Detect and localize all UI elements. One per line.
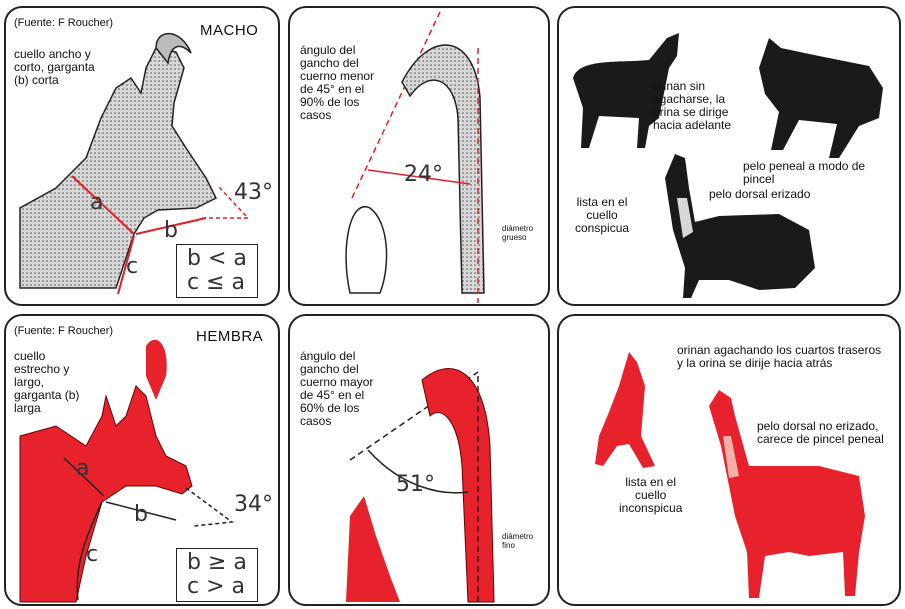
label-a: a — [90, 190, 103, 215]
female-label-a: a — [76, 456, 89, 481]
female-inner-horn — [346, 496, 400, 602]
male-profile-panel: (Fuente: F Roucher) MACHO cuello ancho y… — [4, 6, 280, 306]
female-urine-note: orinan agachando los cuartos traseros y … — [677, 344, 881, 370]
male-horn-angle: 24° — [404, 162, 443, 187]
label-c: c — [126, 254, 138, 279]
female-angle-label: 34° — [234, 492, 273, 517]
male-title: MACHO — [200, 22, 258, 39]
female-source-label: (Fuente: F Roucher) — [14, 325, 113, 338]
ratio-formula: b < a c ≤ a — [176, 244, 258, 298]
inner-horn — [346, 207, 386, 293]
male-horn-description: ángulo del gancho del cuerno menor de 45… — [300, 44, 374, 122]
male-neck-description: cuello ancho y corto, garganta (b) corta — [14, 48, 95, 87]
angle-label: 43° — [234, 180, 273, 205]
female-angle-lines — [186, 488, 232, 526]
female-neck-description: cuello estrecho y largo, garganta (b) la… — [14, 350, 79, 415]
male-horn-panel: ángulo del gancho del cuerno menor de 45… — [288, 6, 550, 306]
male-neck-stripe-note: lista en el cuello conspicua — [575, 196, 629, 235]
female-horn-description: ángulo del gancho del cuerno mayor de 45… — [300, 350, 373, 428]
female-title: HEMBRA — [196, 328, 263, 345]
female-horn-angle: 51° — [396, 472, 435, 497]
female-profile-panel: (Fuente: F Roucher) HEMBRA cuello estrec… — [4, 314, 280, 606]
male-urine-note: orinan sin agacharse, la orina se dirige… — [653, 80, 731, 132]
female-behavior-panel: orinan agachando los cuartos traseros y … — [557, 314, 901, 606]
female-horn-panel: ángulo del gancho del cuerno mayor de 45… — [288, 314, 550, 606]
male-behavior-panel: orinan sin agacharse, la orina se dirige… — [557, 6, 901, 306]
female-label-c: c — [86, 542, 98, 567]
source-label: (Fuente: F Roucher) — [14, 17, 113, 30]
female-crouching-chamois — [595, 352, 655, 468]
male-chamois-figures — [559, 8, 901, 306]
female-ratio-formula: b ≥ a c > a — [176, 548, 258, 602]
label-b: b — [164, 218, 178, 243]
female-label-b: b — [134, 502, 148, 527]
male-dorsal-note: pelo dorsal erizado — [709, 188, 810, 201]
female-neck-stripe-note: lista en el cuello inconspicua — [619, 476, 682, 515]
male-running-chamois — [759, 38, 883, 158]
female-neck-shape — [20, 386, 192, 602]
female-horn-shape — [146, 340, 167, 400]
male-brush-note: pelo peneal a modo de pincel — [743, 160, 899, 186]
male-diameter-label: diámetro grueso — [502, 224, 533, 242]
female-dorsal-note: pelo dorsal no erizado, carece de pincel… — [757, 420, 884, 446]
female-diameter-label: diámetro fino — [502, 532, 533, 550]
